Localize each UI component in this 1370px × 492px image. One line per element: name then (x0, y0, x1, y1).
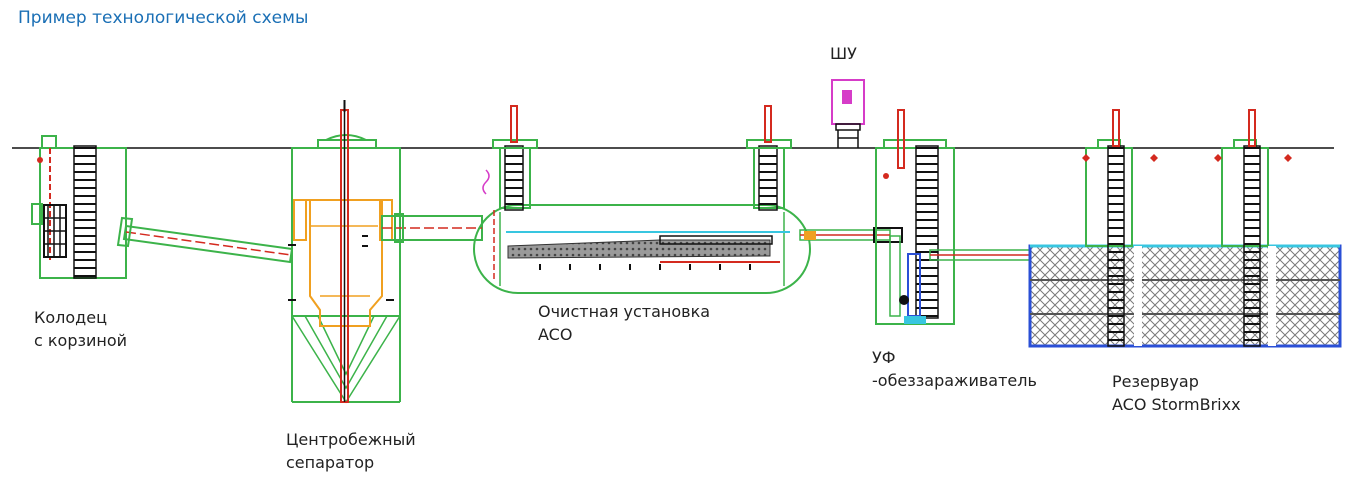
label-well-line1: Колодец (34, 308, 107, 327)
label-aco-line2: ACO (538, 325, 573, 344)
label-uv-line2: -обеззараживатель (872, 371, 1037, 390)
label-aco-unit: Очистная установка ACO (538, 300, 710, 346)
label-tank-line2: ACO StormBrixx (1112, 395, 1241, 414)
label-uv: УФ -обеззараживатель (872, 346, 1037, 392)
label-separator-line1: Центробежный (286, 430, 416, 449)
label-uv-line1: УФ (872, 348, 896, 367)
aco-treatment-unit (473, 105, 811, 294)
label-well: Колодец с корзиной (34, 306, 127, 352)
label-tank: Резервуар ACO StormBrixx (1112, 370, 1241, 416)
inlet-pipe (116, 216, 294, 264)
centrifugal-separator (288, 100, 483, 404)
label-control-cabinet: ШУ (830, 44, 857, 63)
pipe-to-uv (799, 227, 903, 317)
label-tank-line1: Резервуар (1112, 372, 1199, 391)
well-with-basket (31, 135, 127, 279)
control-cabinet (831, 79, 865, 148)
label-separator: Центробежный сепаратор (286, 428, 416, 474)
stormbrixx-tank (1028, 109, 1342, 348)
label-separator-line2: сепаратор (286, 453, 375, 472)
label-aco-line1: Очистная установка (538, 302, 711, 321)
page-title: Пример технологической схемы (18, 8, 309, 28)
label-well-line2: с корзиной (34, 331, 128, 350)
uv-disinfector (875, 109, 1031, 325)
